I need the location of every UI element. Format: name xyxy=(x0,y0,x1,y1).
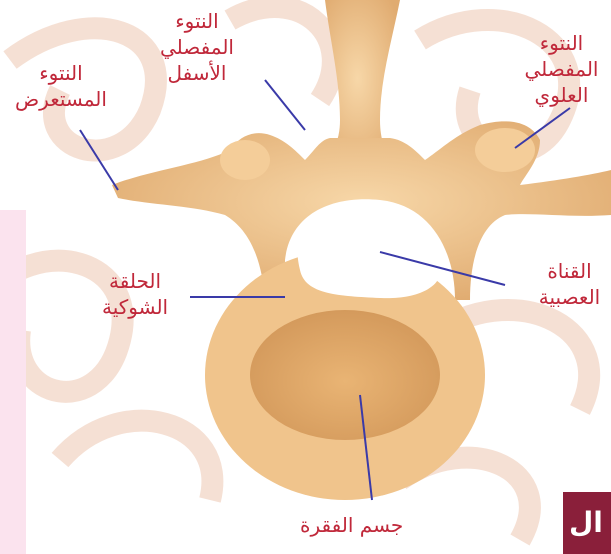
label-line: القناة xyxy=(528,258,611,284)
neural-canal xyxy=(297,205,441,298)
leader-inferior-articular xyxy=(265,80,305,130)
label-line: المستعرض xyxy=(15,86,107,112)
label-neural-canal: القناة العصبية xyxy=(528,258,611,310)
label-line: النتوء xyxy=(160,8,234,34)
label-transverse-process: النتوء المستعرض xyxy=(15,60,107,112)
label-line: الحلقة xyxy=(102,268,168,294)
superior-articular-knob xyxy=(475,128,535,172)
label-line: جسم الفقرة xyxy=(300,512,403,538)
label-line: العصبية xyxy=(528,284,611,310)
label-vertebral-body: جسم الفقرة xyxy=(300,512,403,538)
label-line: العلوي xyxy=(512,82,611,108)
label-line: المفصلي xyxy=(160,34,234,60)
label-inferior-articular-process: النتوء المفصلي الأسفل xyxy=(160,8,234,92)
left-pink-band xyxy=(0,210,26,554)
label-line: الأسفل xyxy=(160,60,234,86)
label-lamina: الحلقة الشوكية xyxy=(102,268,168,320)
label-line: الشوكية xyxy=(102,294,168,320)
brand-logo: ال xyxy=(563,492,611,554)
label-line: النتوء xyxy=(512,30,611,56)
logo-text: ال xyxy=(569,506,603,539)
label-line: المفصلي xyxy=(512,56,611,82)
vertebral-body-inner xyxy=(250,310,440,440)
label-superior-articular-process: النتوء المفصلي العلوي xyxy=(512,30,611,118)
label-line: النتوء xyxy=(15,60,107,86)
left-articular-knob xyxy=(220,140,270,180)
